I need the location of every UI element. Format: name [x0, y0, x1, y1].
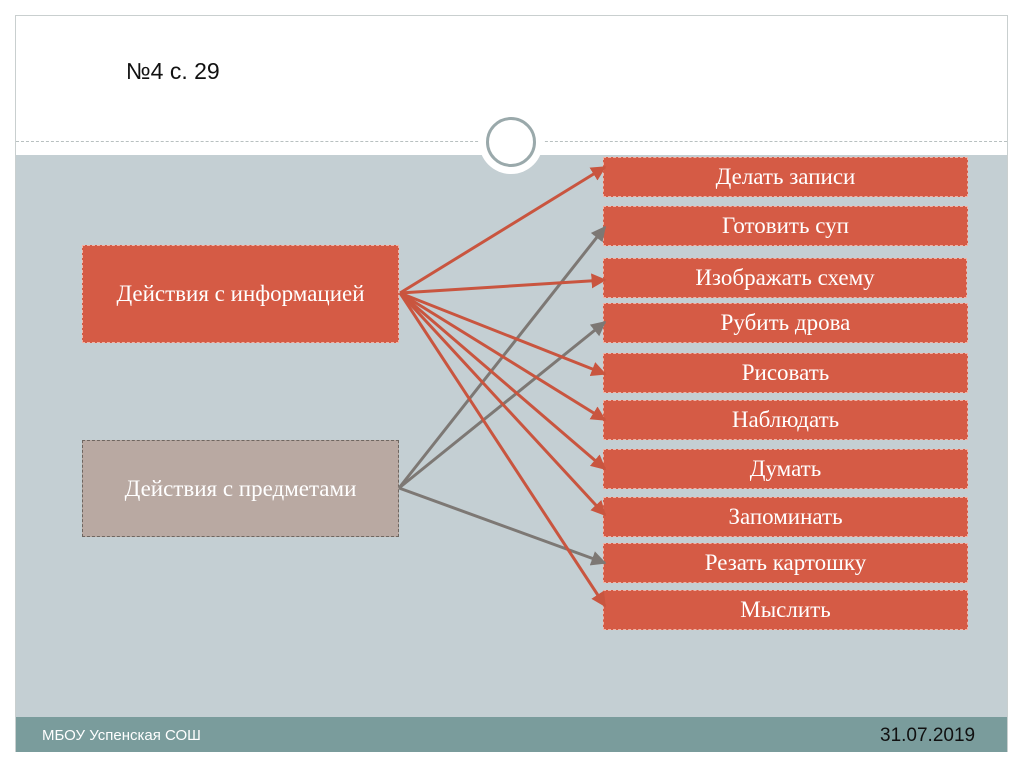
target-box-6: Думать — [603, 449, 968, 489]
source-box-info: Действия с информацией — [82, 245, 399, 343]
circle-ornament-icon — [486, 117, 536, 167]
target-box-8: Резать картошку — [603, 543, 968, 583]
target-box-1: Готовить суп — [603, 206, 968, 246]
target-box-2: Изображать схему — [603, 258, 967, 298]
source-box-objects: Действия с предметами — [82, 440, 399, 537]
footer-date: 31.07.2019 — [880, 725, 976, 746]
target-box-4: Рисовать — [603, 353, 968, 393]
target-box-3: Рубить дрова — [603, 303, 968, 343]
target-box-7: Запоминать — [603, 497, 968, 537]
target-box-0: Делать записи — [603, 157, 968, 197]
slide-title: №4 с. 29 — [126, 58, 220, 84]
target-box-9: Мыслить — [603, 590, 968, 630]
target-box-5: Наблюдать — [603, 400, 968, 440]
footer-bar — [16, 717, 1007, 752]
footer-organization: МБОУ Успенская СОШ — [42, 727, 201, 744]
